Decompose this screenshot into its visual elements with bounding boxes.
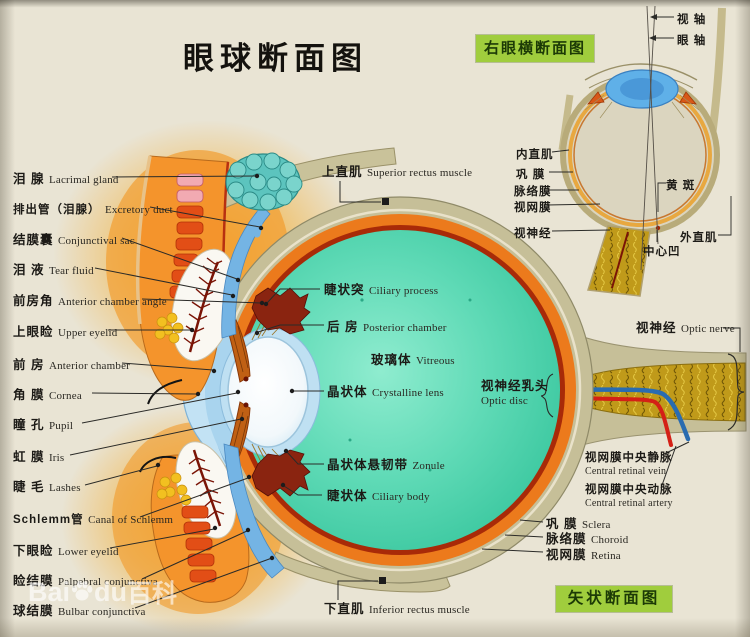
label-posterior-chamber: 后 房 Posterior chamber xyxy=(327,320,447,334)
fovea-dot xyxy=(655,225,661,231)
leader-lines xyxy=(69,14,741,609)
label-fovea: 中心凹 xyxy=(643,246,681,258)
label-canal-of-schlemm: Schlemm管 Canal of Schlemm xyxy=(13,514,174,526)
label-excretory-duct: 排出管（泪腺） Excretory duct xyxy=(13,204,173,216)
label-iris: 虹 膜 Iris xyxy=(13,450,65,464)
label-tear-fluid: 泪 液 Tear fluid xyxy=(13,263,94,277)
leader-dots xyxy=(155,173,389,584)
label-inset-optic-nerve: 视神经 xyxy=(514,228,552,240)
label-vitreous: 玻璃体 Vitreous xyxy=(371,353,455,367)
label-lacrimal-gland: 泪 腺 Lacrimal gland xyxy=(13,172,119,186)
label-conjunctival-sac: 结膜囊 Conjunctival sac xyxy=(13,233,135,247)
label-upper-eyelid: 上眼睑 Upper eyelid xyxy=(13,325,118,339)
label-optic-nerve: 视神经 Optic nerve xyxy=(636,321,735,335)
lower-eyelid xyxy=(139,441,250,603)
page-title: 眼球断面图 xyxy=(183,41,368,76)
label-inset-sclera: 巩 膜 xyxy=(516,169,546,181)
label-visual-axis: 视 轴 xyxy=(677,14,707,26)
inset-eye-diagram xyxy=(558,5,726,297)
baidu-paw-icon xyxy=(71,580,93,601)
label-retina: 视网膜 Retina xyxy=(546,548,621,562)
lower-lashes xyxy=(139,456,177,473)
optic-nerve-bracket xyxy=(727,353,745,431)
label-zonule: 晶状体悬韧带 Zonule xyxy=(327,458,445,472)
label-choroid: 脉络膜 Choroid xyxy=(546,532,629,546)
inset-title-box: 右眼横断面图 xyxy=(476,35,594,62)
label-eye-axis: 眼 轴 xyxy=(677,35,707,47)
label-ciliary-body: 睫状体 Ciliary body xyxy=(327,489,430,503)
label-inset-choroid: 脉络膜 xyxy=(514,186,552,198)
label-pupil: 瞳 孔 Pupil xyxy=(13,418,74,432)
label-palpebral-conjunctiva: 睑结膜 Palpebral conjunctiva xyxy=(13,574,158,588)
label-macula: 黄 斑 xyxy=(666,180,696,192)
label-inferior-rectus: 下直肌 Inferior rectus muscle xyxy=(324,602,470,616)
optic-nerve xyxy=(546,327,747,454)
lacrimal-gland xyxy=(225,152,303,211)
conjunctiva-tear xyxy=(221,152,303,579)
upper-lashes xyxy=(147,379,183,405)
label-inset-retina: 视网膜 xyxy=(514,202,552,214)
upper-eyelid xyxy=(135,155,237,405)
label-crystalline-lens: 晶状体 Crystalline lens xyxy=(327,385,444,399)
label-anterior-chamber-angle: 前房角 Anterior chamber angle xyxy=(13,294,167,308)
label-anterior-chamber: 前 房 Anterior chamber xyxy=(13,358,131,372)
sagittal-title-box: 矢状断面图 xyxy=(556,586,672,612)
gland-cluster-lower xyxy=(156,472,192,506)
label-lateral-rectus: 外直肌 xyxy=(680,232,718,244)
optic-disc-brace xyxy=(540,373,554,418)
label-lower-eyelid: 下眼睑 Lower eyelid xyxy=(13,544,119,558)
label-bulbar-conjunctiva: 球结膜 Bulbar conjunctiva xyxy=(13,604,146,618)
label-sclera: 巩 膜 Sclera xyxy=(546,517,611,531)
label-ciliary-process: 睫状突 Ciliary process xyxy=(324,283,439,297)
label-cornea: 角 膜 Cornea xyxy=(13,388,82,402)
label-lashes: 睫 毛 Lashes xyxy=(13,480,81,494)
label-superior-rectus: 上直肌 Superior rectus muscle xyxy=(322,165,473,179)
eyeball xyxy=(206,196,594,584)
label-medial-rectus: 内直肌 xyxy=(516,149,554,161)
tarsal-glands-lower xyxy=(181,505,217,583)
